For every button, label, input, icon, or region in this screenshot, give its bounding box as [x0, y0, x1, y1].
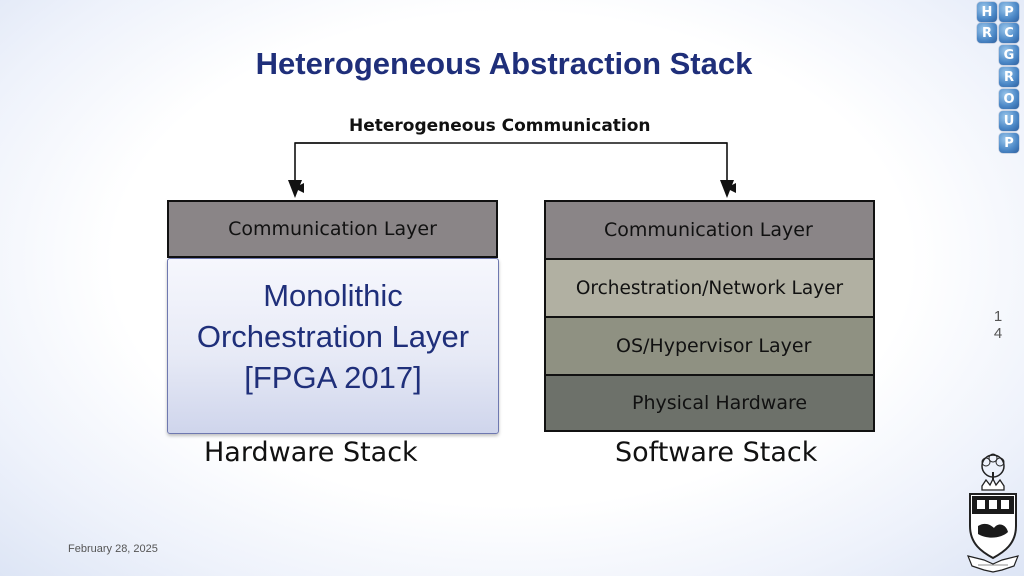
- monolithic-line-3: [FPGA 2017]: [244, 359, 422, 395]
- monolithic-line-1: Monolithic: [263, 277, 403, 313]
- orchestration-network-layer: Orchestration/Network Layer: [546, 260, 873, 316]
- page-number: 1 4: [990, 308, 1006, 342]
- logo-piece-c: C: [999, 23, 1019, 43]
- page-number-digit-1: 1: [993, 308, 1003, 325]
- slide-title: Heterogeneous Abstraction Stack: [255, 46, 753, 81]
- arrowhead-software: [720, 180, 734, 198]
- arrow-to-software: [680, 142, 736, 193]
- heterogeneous-communication-label: Heterogeneous Communication: [349, 116, 651, 136]
- hardware-stack-label: Hardware Stack: [204, 437, 418, 468]
- logo-piece-p: P: [999, 2, 1019, 22]
- logo-piece-g: G: [999, 45, 1019, 65]
- os-hypervisor-layer: OS/Hypervisor Layer: [546, 318, 873, 374]
- monolithic-orchestration-layer: Monolithic Orchestration Layer [FPGA 201…: [167, 258, 499, 434]
- hprc-group-logo: H P R C G R O U P: [968, 0, 1024, 164]
- logo-piece-r: R: [977, 23, 997, 43]
- logo-piece-h: H: [977, 2, 997, 22]
- software-stack: Communication Layer Orchestration/Networ…: [544, 200, 875, 432]
- physical-hardware-layer: Physical Hardware: [546, 376, 873, 430]
- software-communication-layer: Communication Layer: [546, 202, 873, 258]
- logo-piece-u: U: [999, 111, 1019, 131]
- slide-date: February 28, 2025: [68, 543, 158, 555]
- logo-piece-p2: P: [999, 133, 1019, 153]
- logo-piece-o: O: [999, 89, 1019, 109]
- page-number-digit-2: 4: [993, 325, 1003, 342]
- hardware-communication-layer: Communication Layer: [167, 200, 498, 258]
- arrow-to-hardware: [294, 142, 340, 193]
- software-stack-label: Software Stack: [615, 437, 818, 468]
- arrowhead-hardware: [288, 180, 302, 198]
- monolithic-line-2: Orchestration Layer: [196, 318, 470, 354]
- university-crest-icon: [967, 453, 1019, 573]
- logo-piece-r2: R: [999, 67, 1019, 87]
